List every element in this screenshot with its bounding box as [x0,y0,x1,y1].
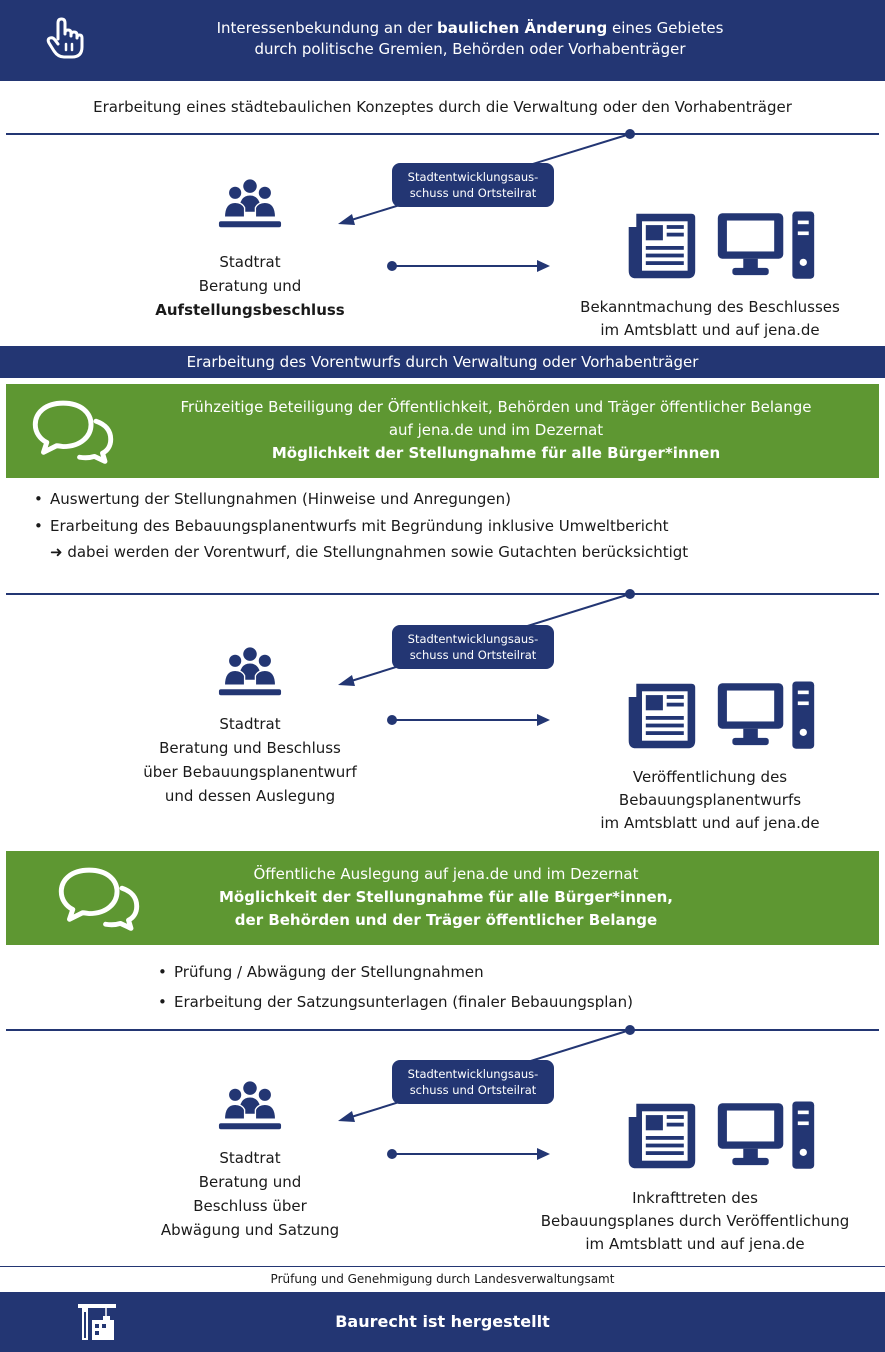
connector-arrows [338,1025,635,1160]
bullet-list-2: Prüfung / Abwägung der Stellungnahmen Er… [158,957,858,1017]
list-item: Erarbeitung der Satzungsunterlagen (fina… [158,987,858,1017]
committee-badge: Stadtentwicklungsaus-schuss und Ortsteil… [392,1060,554,1104]
header-text: Interessenbekundung an der baulichen Änd… [216,19,724,58]
header-banner: Interessenbekundung an der baulichen Änd… [0,0,885,81]
divider-line [6,593,879,595]
divider-line [6,1029,879,1031]
construction-crane-icon [78,1304,116,1340]
council-people-icon [202,1080,298,1134]
step-vorentwurf: Erarbeitung des Vorentwurfs durch Verwal… [0,346,885,378]
participation-banner-2: Öffentliche Auslegung auf jena.de und im… [6,851,879,945]
newspaper-icon [620,208,702,284]
footer-text: Baurecht ist hergestellt [335,1312,550,1331]
pruefung-text: Prüfung und Genehmigung durch Landesverw… [270,1272,615,1286]
list-item: Prüfung / Abwägung der Stellungnahmen [158,957,858,987]
footer-banner: Baurecht ist hergestellt [0,1292,885,1352]
note-arrow-text: ➜ dabei werden der Vorentwurf, die Stell… [50,543,689,561]
step-konzept: Erarbeitung eines städtebaulichen Konzep… [93,98,792,116]
council-people-icon [202,178,298,232]
council-people-icon [202,646,298,700]
committee-badge: Stadtentwicklungsaus-schuss und Ortsteil… [392,163,554,207]
computer-icon [716,1098,816,1174]
list-item: Erarbeitung des Bebauungsplanentwurfs mi… [34,513,874,540]
committee-badge: Stadtentwicklungsaus-schuss und Ortsteil… [392,625,554,669]
divider-line [0,1266,885,1267]
participation-banner-1: Frühzeitige Beteiligung der Öffentlichke… [6,384,879,478]
computer-icon [716,208,816,284]
speech-bubbles-icon [32,398,114,464]
newspaper-icon [620,678,702,754]
computer-icon [716,678,816,754]
hand-pointer-icon [46,17,84,59]
newspaper-icon [620,1098,702,1174]
speech-bubbles-icon [58,865,140,931]
divider-line [6,133,879,135]
bullet-list-1: Auswertung der Stellungnahmen (Hinweise … [34,486,874,564]
list-item: Auswertung der Stellungnahmen (Hinweise … [34,486,874,513]
